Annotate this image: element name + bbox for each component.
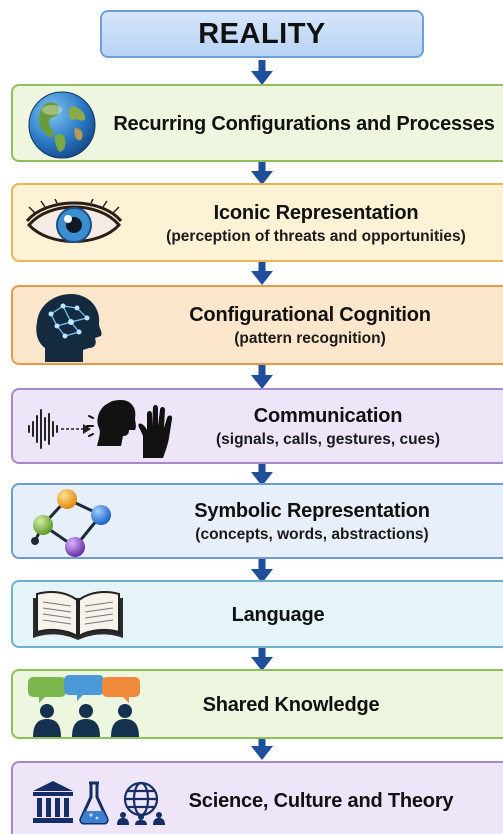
stage-subtitle: (concepts, words, abstractions) [195,526,429,543]
stage-title: Science, Culture and Theory [188,790,454,812]
stage-title: Recurring Configurations and Processes [113,113,495,135]
stage-science-culture-theory: Science, Culture and Theory [11,761,503,834]
stage-subtitle: (signals, calls, gestures, cues) [216,431,440,448]
molecule-network-icon [31,489,111,557]
stage-shared-knowledge: Shared Knowledge [11,669,503,739]
stage-title: Configurational Cognition [189,304,431,326]
down-arrow-icon [251,364,273,389]
down-arrow-icon [251,646,273,671]
reality-box: REALITY [100,10,424,58]
stage-title: Shared Knowledge [202,694,380,716]
soundwave-speaker-hand-icon [28,400,173,458]
brain-network-head-icon [36,294,102,362]
museum-flask-globe-icon [33,781,165,825]
people-speech-bubbles-icon [28,675,140,737]
down-arrow-icon [251,735,273,760]
down-arrow-icon [251,461,273,486]
down-arrow-icon [251,558,273,583]
stage-communication: Communication (signals, calls, gestures,… [11,388,503,464]
globe-icon [28,91,96,159]
reality-label: REALITY [198,17,326,50]
stage-title: Language [231,604,325,626]
stage-recurring-configurations: Recurring Configurations and Processes [11,84,503,162]
down-arrow-icon [251,160,273,185]
stage-subtitle: (perception of threats and opportunities… [166,228,466,245]
down-arrow-icon [251,60,273,85]
stage-subtitle: (pattern recognition) [234,330,386,347]
open-book-icon [33,591,123,640]
stage-title: Symbolic Representation [194,500,430,522]
stage-configurational-cognition: Configurational Cognition (pattern recog… [11,285,503,365]
stage-language: Language [11,580,503,648]
stage-title: Iconic Representation [213,202,419,224]
stage-iconic-representation: Iconic Representation (perception of thr… [11,183,503,262]
stage-symbolic-representation: Symbolic Representation (concepts, words… [11,483,503,559]
stage-title: Communication [253,405,403,427]
down-arrow-icon [251,260,273,285]
eye-icon [25,199,123,243]
